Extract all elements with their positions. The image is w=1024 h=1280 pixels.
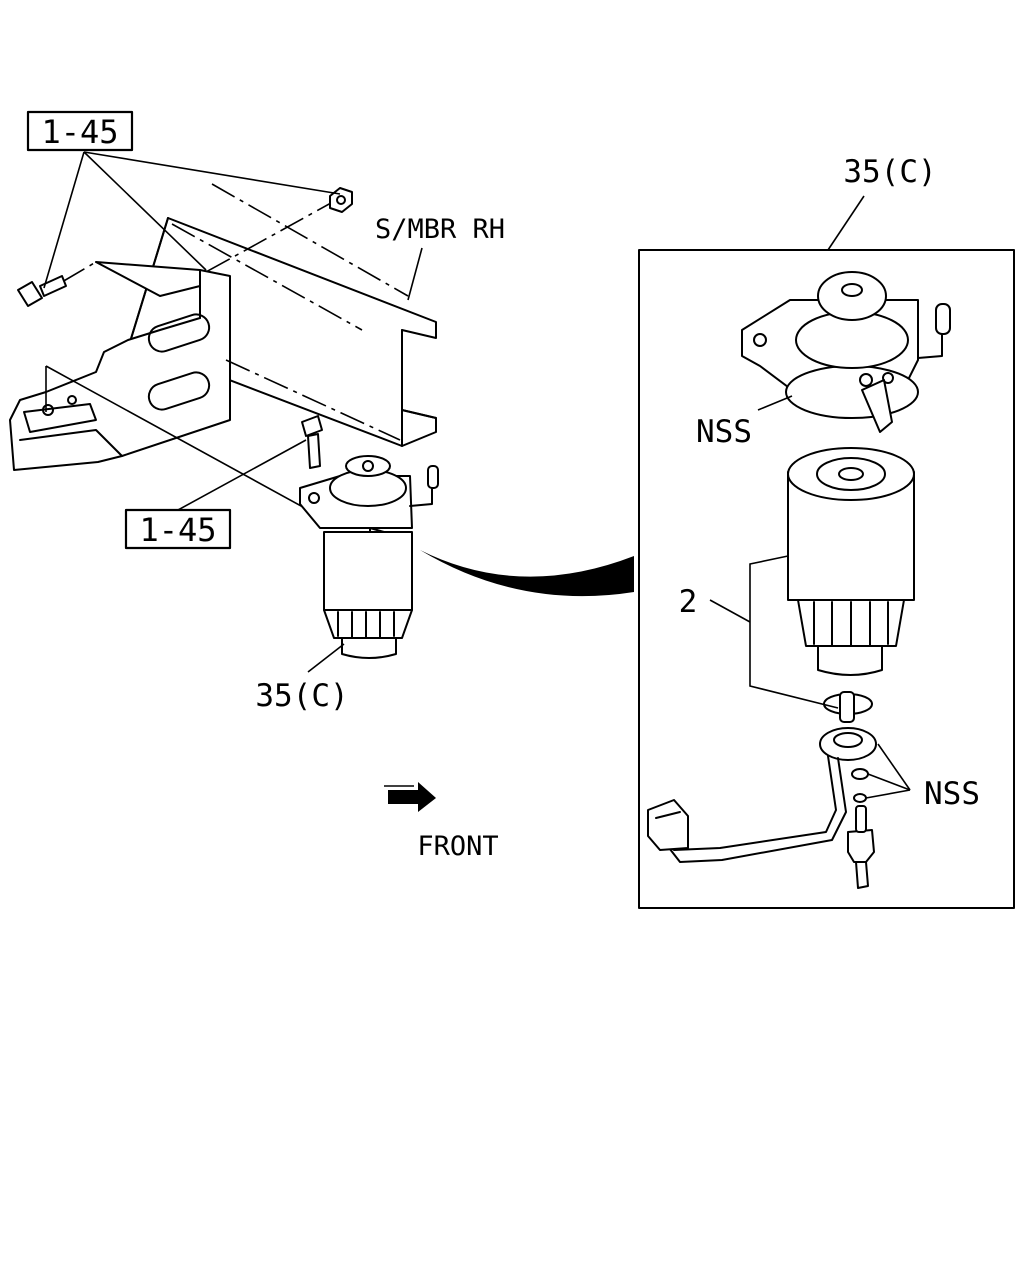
- side-member-leader: [407, 247, 423, 301]
- assembly-leader-detail: [827, 195, 865, 251]
- ref-box-top: 1-45: [26, 110, 134, 152]
- detail-callout-arrow: [420, 550, 634, 597]
- ref-lines-top: [43, 151, 341, 289]
- nut-upper-right: [329, 187, 353, 213]
- ref-label-middle: 1-45: [139, 511, 216, 549]
- assembly-label-detail: 35(C): [843, 154, 936, 190]
- part-2-label: 2: [679, 584, 698, 620]
- filter-cartridge: [787, 447, 915, 676]
- nss-leader-lower: [865, 743, 911, 799]
- assembly-leader-small: [307, 643, 345, 673]
- detail-box: [638, 249, 1015, 909]
- assembly-lines: [61, 183, 409, 441]
- assembly-label-small: 35(C): [255, 678, 348, 714]
- nss-leader-upper: [757, 395, 793, 411]
- mounting-bracket: [9, 261, 231, 471]
- part-2-bracket-leader: [709, 555, 839, 709]
- bolt-middle: [301, 415, 323, 469]
- front-label: FRONT: [417, 831, 498, 862]
- side-member-label: S/MBR RH: [375, 214, 505, 245]
- ref-label-top: 1-45: [41, 113, 118, 151]
- ref-box-middle: 1-45: [124, 508, 232, 550]
- ref-line-middle: [177, 439, 307, 511]
- nss-label-upper: NSS: [696, 414, 752, 450]
- nss-label-lower: NSS: [924, 776, 980, 812]
- filter-head: [741, 271, 951, 433]
- front-direction-arrow-icon: [384, 782, 436, 812]
- fuel-filter-assembly-small: [299, 455, 439, 659]
- drain-plug-sensor: [647, 691, 877, 889]
- ref-line-bracket-to-filter: [45, 365, 313, 513]
- bolt-upper-left: [17, 275, 67, 307]
